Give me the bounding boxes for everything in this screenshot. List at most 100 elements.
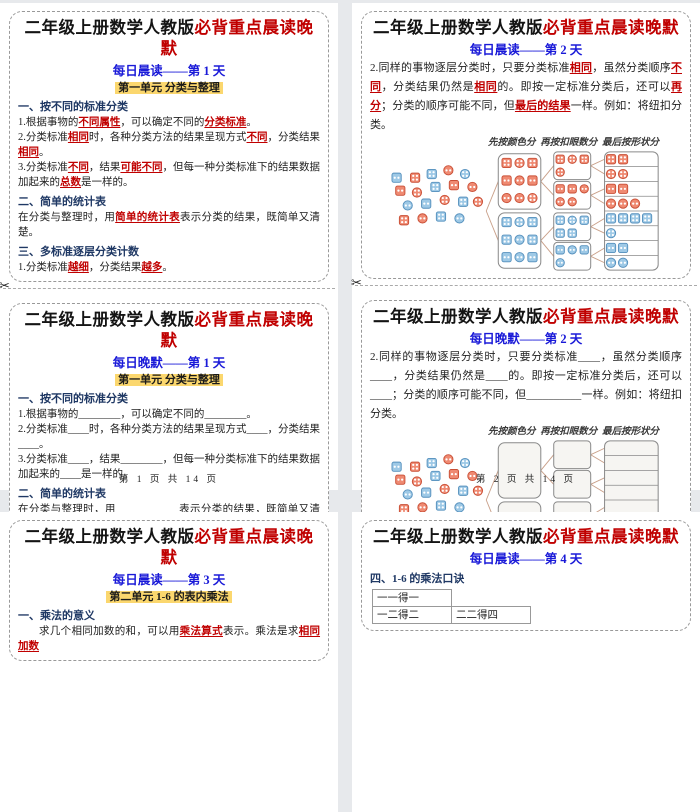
- section-heading: 一、按不同的标准分类: [18, 392, 128, 405]
- section-heading: 一、乘法的意义: [18, 609, 95, 622]
- text-run: ，分类结果: [267, 424, 321, 435]
- keyword: 相同: [67, 132, 89, 143]
- text-run: 一样。例如：将纽扣分类。: [370, 389, 683, 420]
- fill-in-blank: ____: [67, 454, 89, 465]
- text-run: 表示。乘法是求: [222, 626, 299, 637]
- table-cell: 二二得四: [451, 605, 531, 624]
- card-title-red: 必背重点晨读晚默: [160, 18, 314, 58]
- text-run: ，可以确定不同的: [120, 117, 205, 128]
- diagram-caption: 先按颜色分 再按扣眼数分 最后按形状分: [488, 138, 660, 148]
- scissors-icon: ✂: [351, 276, 362, 291]
- card-title: 二年级上册数学人教版必背重点晨读晚默: [370, 17, 682, 38]
- paragraph: 2.分类标准____时，各种分类方法的结果呈现方式____，分类结果____。: [18, 422, 320, 452]
- keyword: 再分: [370, 81, 683, 112]
- text-run: 2.同样的事物逐层分类时，只要分类标准: [370, 62, 570, 74]
- text-run: ，分类结果仍然是: [392, 370, 486, 382]
- keyword: 不同: [67, 162, 89, 173]
- cut-line: ✂: [351, 276, 697, 292]
- card-title-red: 必背重点晨读晚默: [543, 307, 679, 326]
- cut-line: ✂: [0, 279, 335, 295]
- card-subtitle: 每日晨读——第 4 天: [469, 552, 583, 566]
- page-footer: 第 2 页 共 14 页: [475, 475, 577, 485]
- unit-highlight: 第一单元 分类与整理: [115, 82, 223, 94]
- text-run: ；分类的顺序可能不同，但: [381, 100, 515, 112]
- text-run: ，分类结果: [267, 132, 321, 143]
- card-title-red: 必背重点晨读晚默: [543, 18, 679, 37]
- paragraph: 2.同样的事物逐层分类时，只要分类标准相同，虽然分类顺序不同，分类结果仍然是相同…: [370, 59, 682, 135]
- text-run: ，虽然分类顺序: [600, 351, 683, 363]
- paragraph: 2.同样的事物逐层分类时，只要分类标准____，虽然分类顺序____，分类结果仍…: [370, 348, 682, 424]
- text-run: ，结果: [88, 454, 121, 465]
- text-run: 。: [39, 439, 50, 450]
- keyword: 相同: [18, 147, 39, 158]
- fill-in-blank: ____: [485, 370, 508, 382]
- document-page-3: 二年级上册数学人教版必背重点晨读晚默 每日晨读——第 3 天 第二单元 1-6 …: [0, 512, 338, 812]
- text-run: 时，各种分类方法的结果呈现方式: [88, 132, 247, 143]
- card-subtitle: 每日晚默——第 1 天: [112, 356, 226, 370]
- fill-in-blank: ____: [18, 439, 39, 450]
- card-subtitle: 每日晨读——第 1 天: [112, 64, 226, 78]
- document-preview: { "worksheet": { "title_black": "二年级上册数学…: [0, 3, 700, 812]
- card-title: 二年级上册数学人教版必背重点晨读晚默: [18, 309, 320, 351]
- fill-in-blank: ____: [370, 370, 392, 382]
- text-run: ，分类结果仍然是: [381, 81, 475, 93]
- section-heading: 二、简单的统计表: [18, 195, 106, 208]
- paragraph: 3.分类标准____，结果________，但每一种分类标准下的结果数据加起来的…: [18, 452, 320, 482]
- text-run: ，但每一种分类标准下的结果数据加起来的: [18, 162, 321, 188]
- worksheet-card-morning-day3: 二年级上册数学人教版必背重点晨读晚默 每日晨读——第 3 天 第二单元 1-6 …: [9, 520, 329, 661]
- section-heading: 一、按不同的标准分类: [18, 100, 128, 113]
- section-heading: 二、简单的统计表: [18, 487, 106, 500]
- card-title: 二年级上册数学人教版必背重点晨读晚默: [370, 306, 682, 327]
- keyword: 总数: [60, 177, 81, 188]
- fill-in-blank: ____: [60, 469, 81, 480]
- text-run: 求几个相同加数的和，可以用: [39, 626, 180, 637]
- text-run: 2.同样的事物逐层分类时，只要分类标准: [370, 351, 579, 363]
- card-subtitle: 每日晚默——第 2 天: [469, 332, 583, 346]
- card-title: 二年级上册数学人教版必背重点晨读晚默: [370, 526, 682, 547]
- card-body: 四、1-6 的乘法口诀一一得一一二得二二二得四: [370, 570, 682, 624]
- card-subtitle: 每日晨读——第 3 天: [112, 573, 226, 587]
- diagram-caption: 先按颜色分 再按扣眼数分 最后按形状分: [488, 427, 660, 437]
- paragraph: 在分类与整理时，用简单的统计表表示分类的结果，既简单又清楚。: [18, 210, 320, 240]
- card-title-red: 必背重点晨读晚默: [160, 310, 314, 350]
- fill-in-blank: ____: [246, 424, 268, 435]
- text-run: 的。即按一定标准分类后，还可以: [507, 370, 682, 382]
- text-run: 3.分类标准: [18, 162, 68, 173]
- text-run: ；分类的顺序可能不同，但: [392, 389, 527, 401]
- card-title: 二年级上册数学人教版必背重点晨读晚默: [18, 17, 320, 59]
- fill-in-blank: ____: [67, 424, 89, 435]
- text-run: 是一样的。: [81, 177, 134, 188]
- card-title-black: 二年级上册数学人教版: [373, 18, 543, 37]
- table-cell: 一二得二: [372, 605, 452, 624]
- card-title-black: 二年级上册数学人教版: [373, 307, 543, 326]
- text-run: 1.根据事物的: [18, 117, 79, 128]
- text-run: 在分类与整理时，用: [18, 212, 116, 223]
- unit-highlight: 第一单元 分类与整理: [115, 374, 223, 386]
- card-body: 2.同样的事物逐层分类时，只要分类标准相同，虽然分类顺序不同，分类结果仍然是相同…: [370, 59, 682, 272]
- paragraph: 2.分类标准相同时，各种分类方法的结果呈现方式不同，分类结果相同。: [18, 130, 320, 160]
- text-run: 2.分类标准: [18, 424, 68, 435]
- text-run: 。: [39, 147, 50, 158]
- fill-in-blank: ____: [578, 351, 601, 363]
- keyword: 最后的结果: [514, 100, 571, 112]
- text-run: 1.分类标准: [18, 262, 68, 273]
- text-run: 。: [246, 409, 257, 420]
- text-run: ，可以确定不同的: [120, 409, 205, 420]
- page-footer: 第 1 页 共 14 页: [118, 475, 220, 485]
- keyword: 相同: [569, 62, 593, 74]
- paragraph: 求几个相同加数的和，可以用乘法算式表示。乘法是求相同加数: [18, 624, 320, 654]
- keyword: 可能不同: [120, 162, 163, 173]
- paragraph: 1.根据事物的不同属性，可以确定不同的分类标准。: [18, 115, 320, 130]
- text-run: 1.根据事物的: [18, 409, 79, 420]
- worksheet-card-morning-day1: 二年级上册数学人教版必背重点晨读晚默 每日晨读——第 1 天 第一单元 分类与整…: [9, 11, 329, 282]
- text-run: 一样。例如：将纽扣分类。: [370, 100, 683, 131]
- keyword: 分类标准: [204, 117, 247, 128]
- text-run: 。: [246, 117, 257, 128]
- card-body: 一、乘法的意义求几个相同加数的和，可以用乘法算式表示。乘法是求相同加数: [18, 607, 320, 655]
- paragraph: 1.分类标准越细，分类结果越多。: [18, 260, 320, 275]
- fill-in-blank: ____: [370, 389, 392, 401]
- keyword: 不同: [370, 62, 682, 93]
- card-title-black: 二年级上册数学人教版: [373, 527, 543, 546]
- text-run: ，结果: [88, 162, 121, 173]
